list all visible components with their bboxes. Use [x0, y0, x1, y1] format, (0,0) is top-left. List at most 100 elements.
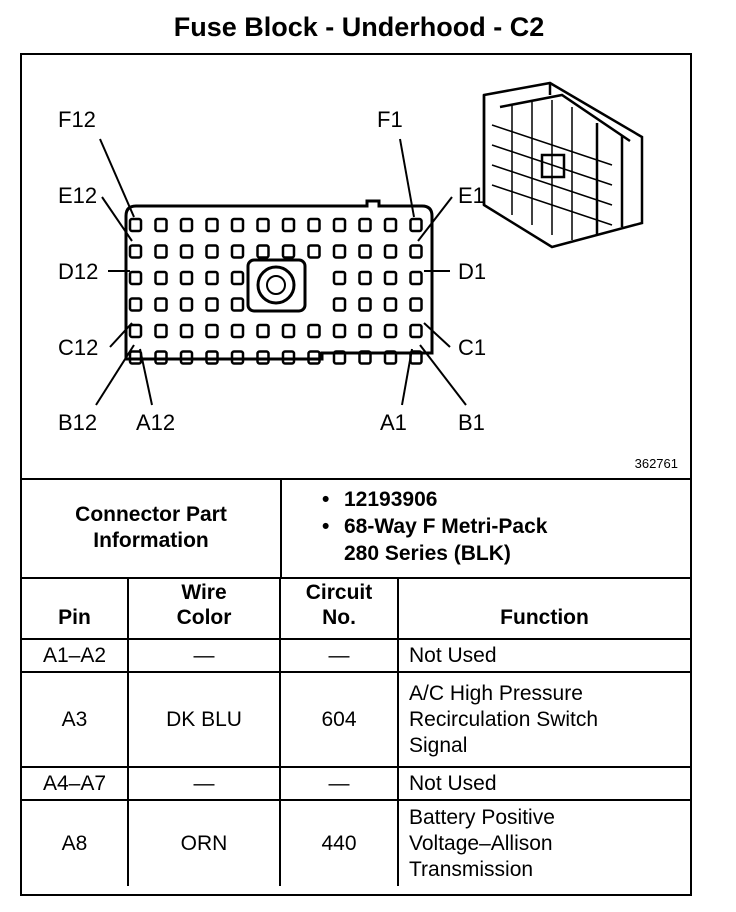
pin-cavity	[256, 350, 270, 365]
cell-pin: A1–A2	[22, 638, 129, 673]
pin-label: F1	[377, 107, 403, 132]
pin-cavity	[205, 270, 219, 286]
cell-wire: —	[127, 766, 281, 801]
pin-cavity	[179, 217, 194, 233]
bullet-icon: •	[322, 488, 330, 511]
cell-pin: A8	[22, 799, 129, 886]
pin-cavity	[205, 350, 219, 365]
pin-cavity	[332, 217, 347, 233]
pin-cavity	[358, 350, 372, 365]
pin-label: C1	[458, 335, 486, 360]
function-line: Not Used	[409, 643, 497, 667]
cell-pin: A3	[22, 671, 129, 768]
cell-circuit: —	[279, 638, 399, 673]
pin-cavity	[332, 350, 347, 365]
pin-label: C12	[58, 335, 98, 360]
connector-part-info: Connector Part Information •12193906 • 68…	[22, 478, 690, 579]
pin-label: F12	[58, 107, 96, 132]
leader-line	[399, 138, 415, 218]
pin-cavity	[154, 217, 168, 233]
pin-cavity	[128, 217, 143, 233]
center-stud-inner	[266, 275, 286, 295]
part-info-label-line: Information	[93, 528, 209, 552]
cell-function: Not Used	[397, 638, 690, 673]
pin-cavity	[179, 244, 194, 259]
pin-cavity	[179, 270, 194, 286]
leader-line	[101, 196, 133, 242]
pin-cavity	[332, 270, 347, 286]
pin-cavity	[205, 323, 219, 339]
table-row: A1–A2 — — Not Used	[22, 638, 690, 673]
part-info-list: •12193906 • 68-Way F Metri-Pack 280 Serie…	[322, 486, 547, 567]
pin-cavity	[409, 297, 423, 312]
center-stud-outer	[256, 265, 296, 305]
pin-cavities	[128, 217, 423, 365]
cell-wire: DK BLU	[127, 671, 281, 768]
pin-cavity	[205, 217, 219, 233]
pin-cavity	[358, 244, 372, 259]
pin-cavity	[281, 323, 296, 339]
pin-cavity	[230, 217, 245, 233]
pin-cavity	[332, 297, 347, 312]
pin-cavity	[154, 323, 168, 339]
pin-cavity	[205, 297, 219, 312]
pin-cavity	[409, 323, 423, 339]
part-info-item: • 68-Way F Metri-Pack	[322, 513, 547, 540]
pin-cavity	[230, 270, 245, 286]
pin-cavity	[230, 350, 245, 365]
pin-cavity	[154, 244, 168, 259]
pin-cavity	[358, 297, 372, 312]
leader-line	[99, 138, 135, 218]
header-text: Circuit	[305, 581, 373, 604]
connector-type: 68-Way F Metri-Pack	[344, 515, 548, 538]
pin-cavity	[230, 244, 245, 259]
pin-cavity	[154, 270, 168, 286]
function-line: Signal	[409, 733, 468, 757]
part-info-item: 280 Series (BLK)	[322, 540, 547, 567]
pin-cavity	[154, 350, 168, 365]
bullet-icon: •	[322, 515, 330, 538]
pin-label: A1	[380, 410, 407, 435]
pin-cavity	[281, 217, 296, 233]
function-line: Transmission	[409, 857, 534, 881]
function-line: Not Used	[409, 771, 497, 795]
part-info-label: Connector Part Information	[22, 478, 282, 577]
pin-cavity	[332, 323, 347, 339]
function-line: Battery Positive	[409, 805, 555, 829]
pin-cavity	[154, 297, 168, 312]
pin-cavity	[358, 217, 372, 233]
function-line: Recirculation Switch	[409, 707, 599, 731]
part-info-label-line: Connector Part	[75, 502, 227, 526]
pin-cavity	[383, 270, 398, 286]
pin-cavity	[307, 217, 321, 233]
leader-line	[419, 344, 467, 406]
leader-lines	[95, 138, 467, 406]
pin-cavity	[179, 297, 194, 312]
pin-label: D1	[458, 259, 486, 284]
pin-cavity	[128, 244, 143, 259]
table-row: A4–A7 — — Not Used	[22, 766, 690, 801]
figure-number: 362761	[635, 456, 678, 471]
pin-cavity	[256, 217, 270, 233]
pin-cavity	[358, 270, 372, 286]
pin-cavity	[307, 244, 321, 259]
function-line: Voltage–Allison	[409, 831, 553, 855]
cell-function: Not Used	[397, 766, 690, 801]
cell-pin: A4–A7	[22, 766, 129, 801]
leader-line	[95, 344, 135, 406]
cell-circuit: 604	[279, 671, 399, 768]
pin-cavity	[383, 244, 398, 259]
cell-wire: ORN	[127, 799, 281, 886]
pin-cavity	[383, 350, 398, 365]
leader-line	[109, 322, 133, 348]
part-info-item: •12193906	[322, 486, 547, 513]
center-stud-housing	[246, 258, 307, 313]
